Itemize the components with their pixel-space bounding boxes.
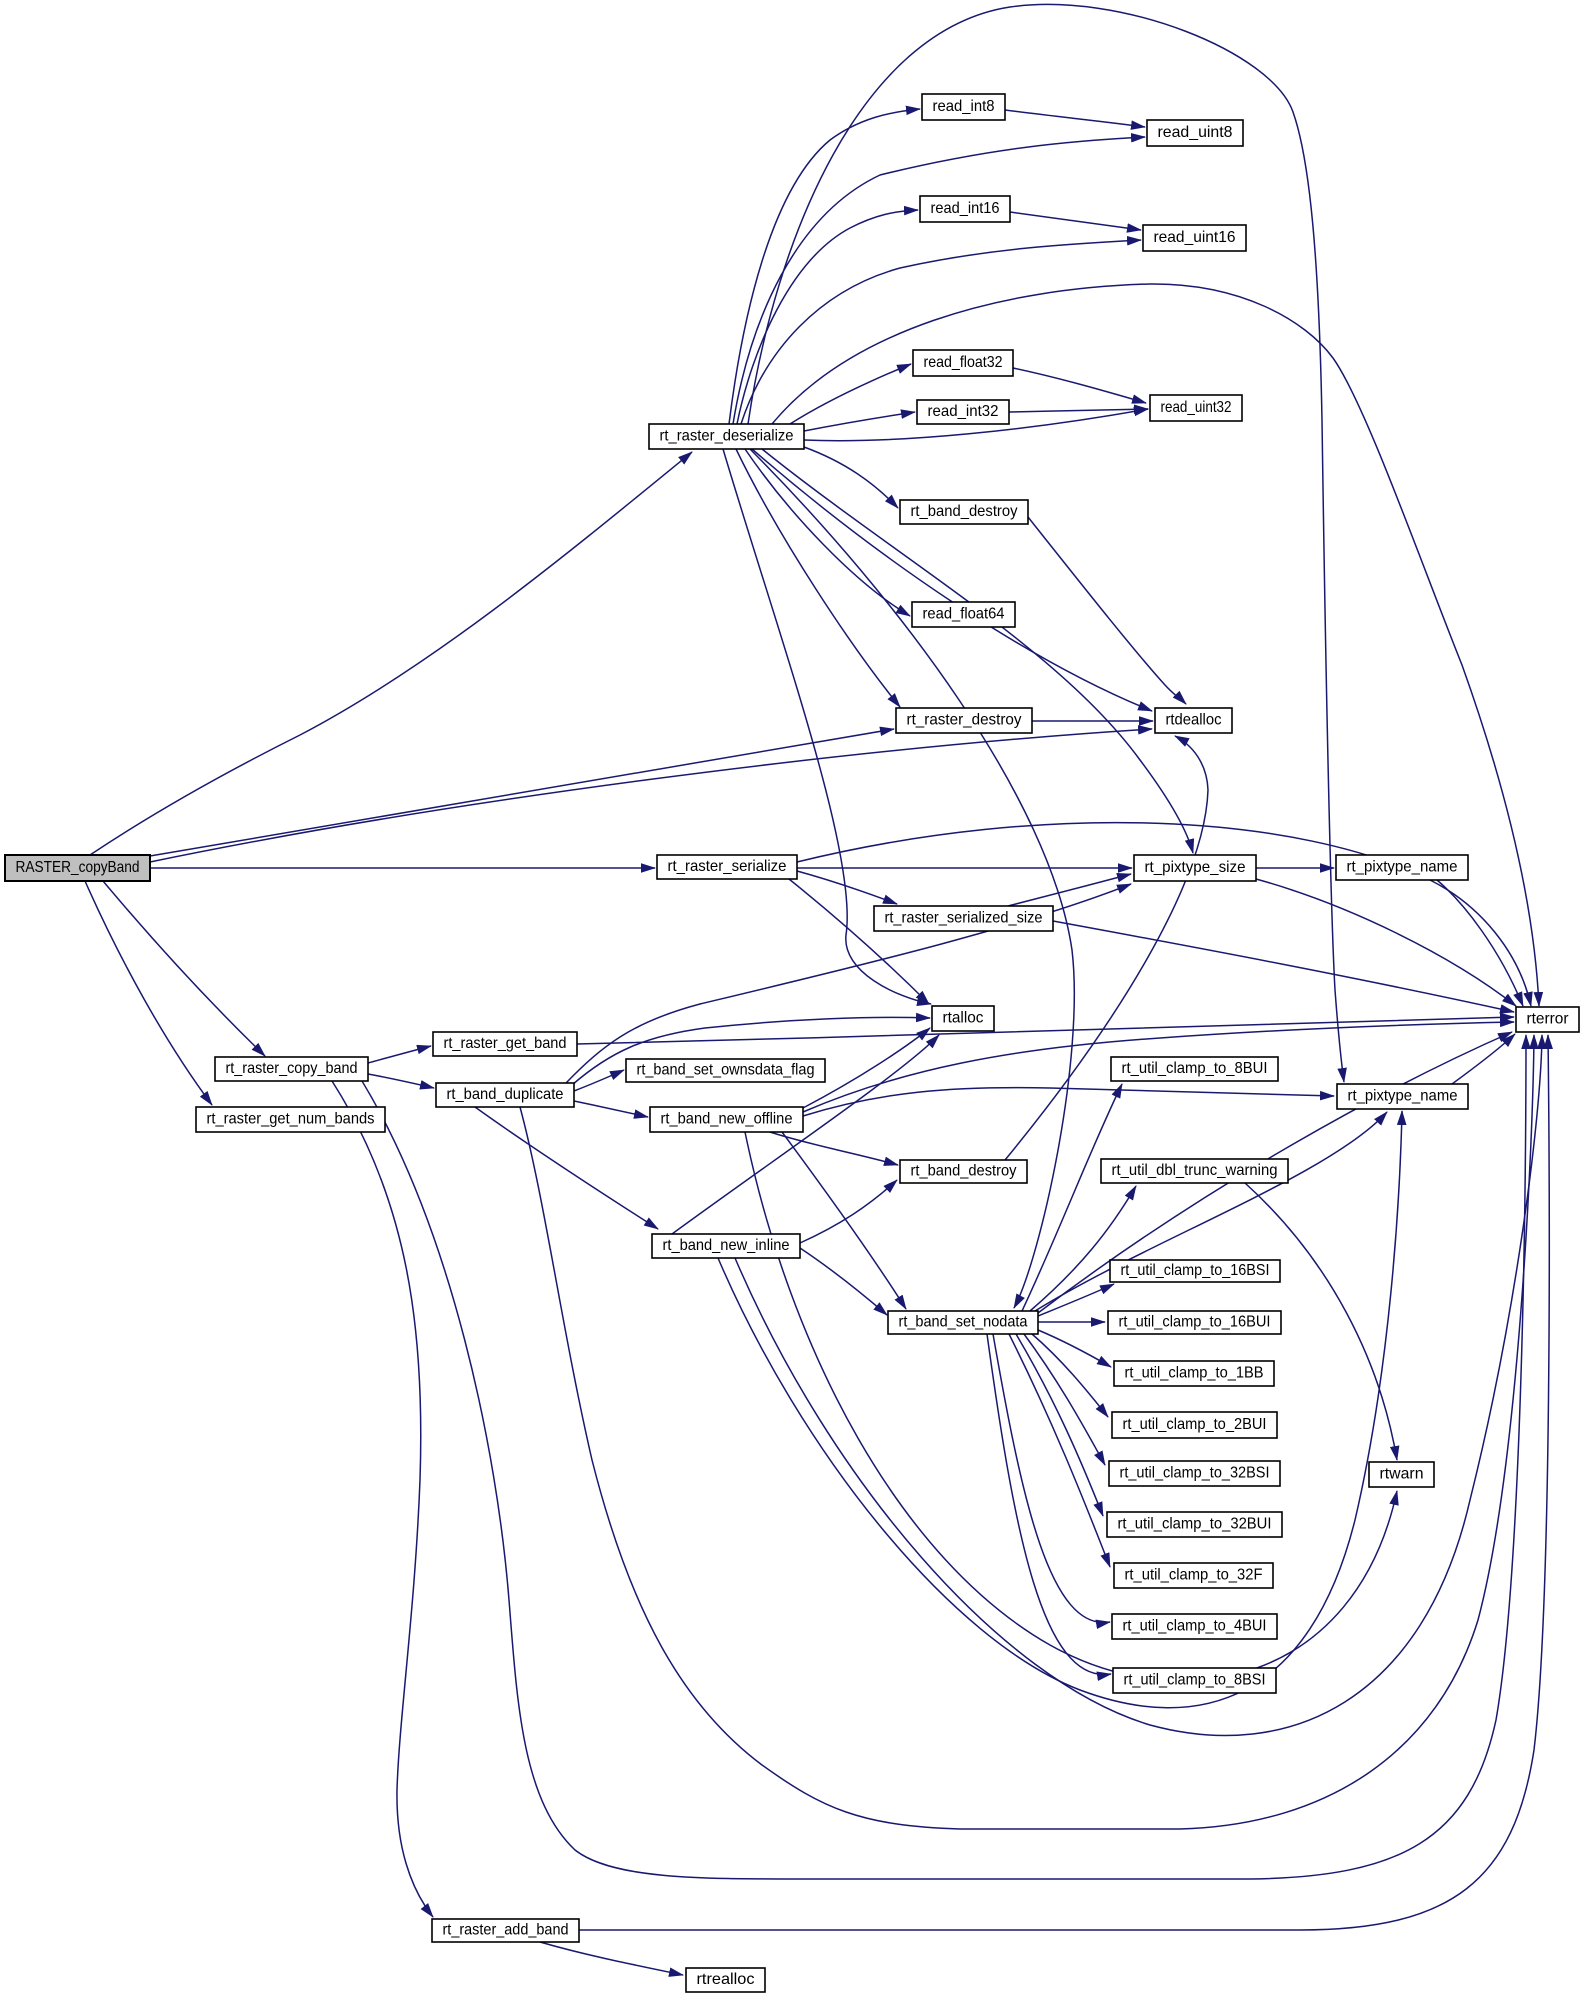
svg-text:rt_band_new_inline: rt_band_new_inline <box>663 1237 790 1254</box>
svg-text:rt_band_new_offline: rt_band_new_offline <box>661 1111 793 1128</box>
svg-text:read_uint32: read_uint32 <box>1161 399 1232 416</box>
svg-text:rt_band_set_ownsdata_flag: rt_band_set_ownsdata_flag <box>637 1062 815 1079</box>
svg-text:rt_raster_get_num_bands: rt_raster_get_num_bands <box>207 1111 375 1128</box>
svg-text:rtwarn: rtwarn <box>1380 1466 1424 1483</box>
svg-text:rt_util_dbl_trunc_warning: rt_util_dbl_trunc_warning <box>1112 1162 1278 1179</box>
svg-text:read_uint16: read_uint16 <box>1154 229 1236 246</box>
svg-text:read_int16: read_int16 <box>931 200 1000 217</box>
svg-text:rt_pixtype_name: rt_pixtype_name <box>1347 859 1458 876</box>
svg-text:rt_band_duplicate: rt_band_duplicate <box>447 1086 564 1103</box>
svg-text:read_uint8: read_uint8 <box>1158 124 1233 141</box>
svg-text:rt_util_clamp_to_16BSI: rt_util_clamp_to_16BSI <box>1121 1262 1270 1279</box>
svg-text:rt_util_clamp_to_4BUI: rt_util_clamp_to_4BUI <box>1123 1618 1267 1635</box>
svg-text:rt_raster_add_band: rt_raster_add_band <box>443 1922 569 1939</box>
svg-text:rt_util_clamp_to_1BB: rt_util_clamp_to_1BB <box>1125 1365 1264 1382</box>
svg-text:rt_util_clamp_to_8BSI: rt_util_clamp_to_8BSI <box>1124 1672 1266 1689</box>
svg-text:rt_util_clamp_to_32BSI: rt_util_clamp_to_32BSI <box>1120 1465 1270 1482</box>
svg-text:read_float64: read_float64 <box>923 606 1005 623</box>
svg-text:rt_util_clamp_to_16BUI: rt_util_clamp_to_16BUI <box>1119 1314 1271 1331</box>
svg-text:read_float32: read_float32 <box>924 354 1003 371</box>
svg-text:rtrealloc: rtrealloc <box>697 1971 755 1988</box>
svg-text:rt_band_destroy: rt_band_destroy <box>911 503 1018 520</box>
svg-text:rtdealloc: rtdealloc <box>1166 712 1222 729</box>
svg-text:rt_raster_serialized_size: rt_raster_serialized_size <box>885 910 1043 927</box>
svg-text:rtalloc: rtalloc <box>943 1010 984 1027</box>
svg-text:rt_band_set_nodata: rt_band_set_nodata <box>899 1314 1028 1331</box>
svg-text:rt_raster_deserialize: rt_raster_deserialize <box>660 428 794 445</box>
svg-text:rterror: rterror <box>1527 1011 1570 1028</box>
svg-text:RASTER_copyBand: RASTER_copyBand <box>16 859 140 876</box>
svg-text:rt_util_clamp_to_32F: rt_util_clamp_to_32F <box>1125 1567 1263 1584</box>
svg-text:rt_util_clamp_to_8BUI: rt_util_clamp_to_8BUI <box>1122 1060 1268 1077</box>
svg-text:rt_raster_copy_band: rt_raster_copy_band <box>226 1060 358 1077</box>
svg-text:rt_util_clamp_to_32BUI: rt_util_clamp_to_32BUI <box>1118 1516 1272 1533</box>
svg-text:rt_band_destroy: rt_band_destroy <box>911 1163 1017 1180</box>
svg-text:read_int32: read_int32 <box>928 403 999 420</box>
svg-text:rt_raster_destroy: rt_raster_destroy <box>907 712 1022 729</box>
svg-text:rt_raster_get_band: rt_raster_get_band <box>444 1035 567 1052</box>
svg-text:read_int8: read_int8 <box>933 98 995 115</box>
svg-text:rt_util_clamp_to_2BUI: rt_util_clamp_to_2BUI <box>1123 1416 1267 1433</box>
svg-text:rt_pixtype_name: rt_pixtype_name <box>1348 1088 1458 1105</box>
svg-text:rt_pixtype_size: rt_pixtype_size <box>1145 859 1246 876</box>
svg-text:rt_raster_serialize: rt_raster_serialize <box>668 858 787 875</box>
